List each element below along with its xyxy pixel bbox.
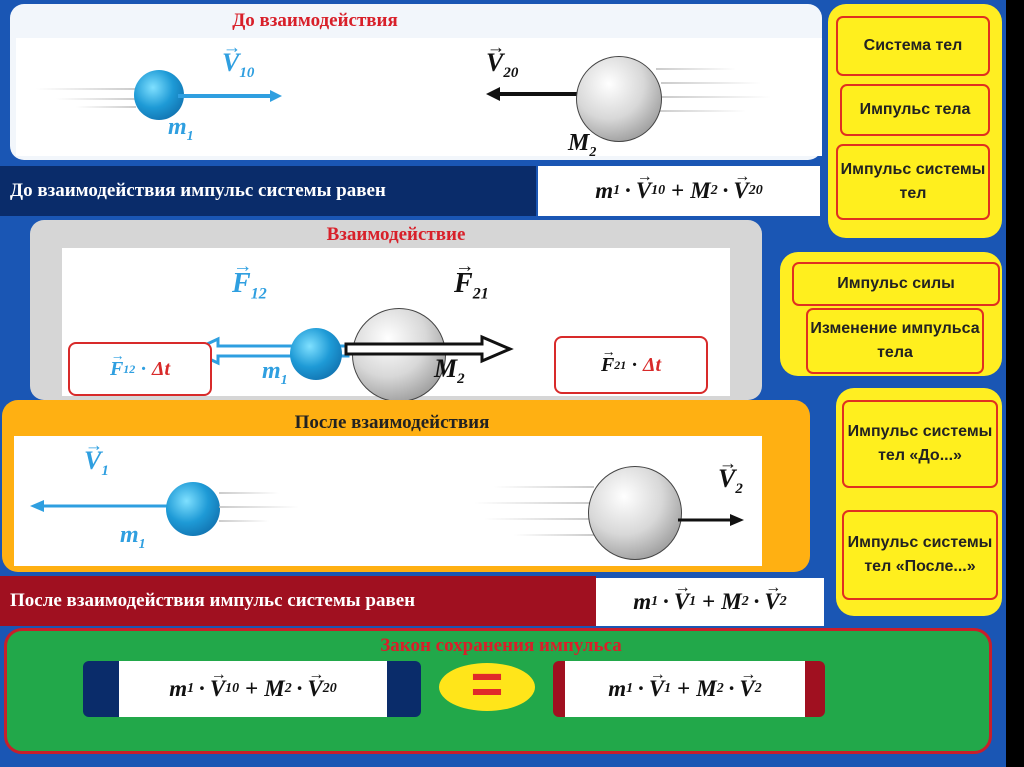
- v20-label: V20: [486, 37, 518, 82]
- motion-streak: [36, 88, 136, 90]
- f21-label: F21: [454, 256, 489, 304]
- v10-arrow: [178, 90, 282, 102]
- after-title: После взаимодействия: [294, 412, 490, 433]
- after-momentum-bar: После взаимодействия импульс системы рав…: [0, 576, 596, 626]
- v10-label: V10: [222, 37, 254, 82]
- motion-streak: [656, 110, 746, 112]
- sidebar-button-system-before[interactable]: Импульс системы тел «До...»: [842, 400, 998, 488]
- large-ball: [576, 56, 662, 142]
- motion-streak: [661, 82, 761, 84]
- sidebar-button-system-of-bodies[interactable]: Система тел: [836, 16, 990, 76]
- after-scene: V1 m1 V2: [14, 435, 762, 566]
- sidebar-button-momentum-change[interactable]: Изменение импульса тела: [806, 308, 984, 374]
- m1-label: m1: [168, 114, 194, 144]
- sidebar-button-system-momentum[interactable]: Импульс системы тел: [836, 144, 990, 220]
- large-ball: [588, 466, 682, 560]
- before-bar-text: До взаимодействия импульс системы равен: [10, 180, 386, 201]
- M2-label: M2: [568, 130, 597, 160]
- law-left-formula: m1 · V10 + M2 · V20: [119, 661, 387, 717]
- v1-arrow: [30, 500, 178, 512]
- interaction-panel: Взаимодействие F12 F21 m1 M2 F12 · Δt F2…: [30, 220, 762, 402]
- after-bar-text: После взаимодействия импульс системы рав…: [10, 590, 416, 611]
- law-right-formula: m1 · V1 + M2 · V2: [565, 661, 805, 717]
- motion-streak: [661, 96, 771, 98]
- after-formula: m1 · V1 + M2 · V2: [596, 578, 824, 626]
- motion-streak: [494, 486, 594, 488]
- motion-streak: [656, 68, 736, 70]
- motion-streak: [76, 106, 136, 108]
- v2-label: V2: [718, 453, 743, 498]
- sidebar-middle-panel: Импульс силы Изменение импульса тела: [780, 252, 1002, 376]
- v1-label: V1: [84, 435, 109, 480]
- m1-label: m1: [120, 522, 146, 552]
- sidebar-button-force-impulse[interactable]: Импульс силы: [792, 262, 1000, 306]
- after-panel: После взаимодействия V1 m1 V2: [2, 400, 810, 572]
- motion-streak: [484, 518, 594, 520]
- m1-label: m1: [262, 358, 288, 388]
- motion-streak: [219, 506, 299, 508]
- sidebar-button-system-after[interactable]: Импульс системы тел «После...»: [842, 510, 998, 600]
- sidebar-button-body-momentum[interactable]: Импульс тела: [840, 84, 990, 136]
- v2-arrow: [678, 514, 744, 526]
- motion-streak: [219, 492, 279, 494]
- impulse-f21-box: F21 · Δt: [554, 336, 708, 394]
- sidebar-top-panel: Система тел Импульс тела Импульс системы…: [828, 4, 1002, 238]
- interaction-title: Взаимодействие: [326, 224, 466, 245]
- law-panel: Закон сохранения импульса m1 · V10 + M2 …: [4, 628, 992, 754]
- equals-badge: =: [439, 656, 535, 712]
- before-scene: V10 m1 V20 M2: [16, 37, 822, 160]
- law-title: Закон сохранения импульса: [380, 635, 622, 656]
- f12-label: F12: [232, 256, 267, 304]
- motion-streak: [514, 534, 594, 536]
- motion-streak: [219, 520, 269, 522]
- sidebar-bottom-panel: Импульс системы тел «До...» Импульс сист…: [836, 388, 1002, 616]
- motion-streak: [56, 98, 136, 100]
- small-ball: [290, 328, 342, 380]
- equals-sign: =: [470, 652, 504, 715]
- small-ball: [134, 70, 184, 120]
- f21-arrow: [344, 334, 514, 364]
- motion-streak: [474, 502, 594, 504]
- impulse-f12-box: F12 · Δt: [68, 342, 212, 396]
- small-ball: [166, 482, 220, 536]
- M2-label: M2: [434, 354, 465, 388]
- before-formula: m1 · V10 + M2 · V20: [538, 166, 820, 216]
- before-panel: До взаимодействия V10 m1 V20: [10, 4, 822, 160]
- before-momentum-bar: До взаимодействия импульс системы равен: [0, 166, 536, 216]
- before-title: До взаимодействия: [232, 10, 398, 31]
